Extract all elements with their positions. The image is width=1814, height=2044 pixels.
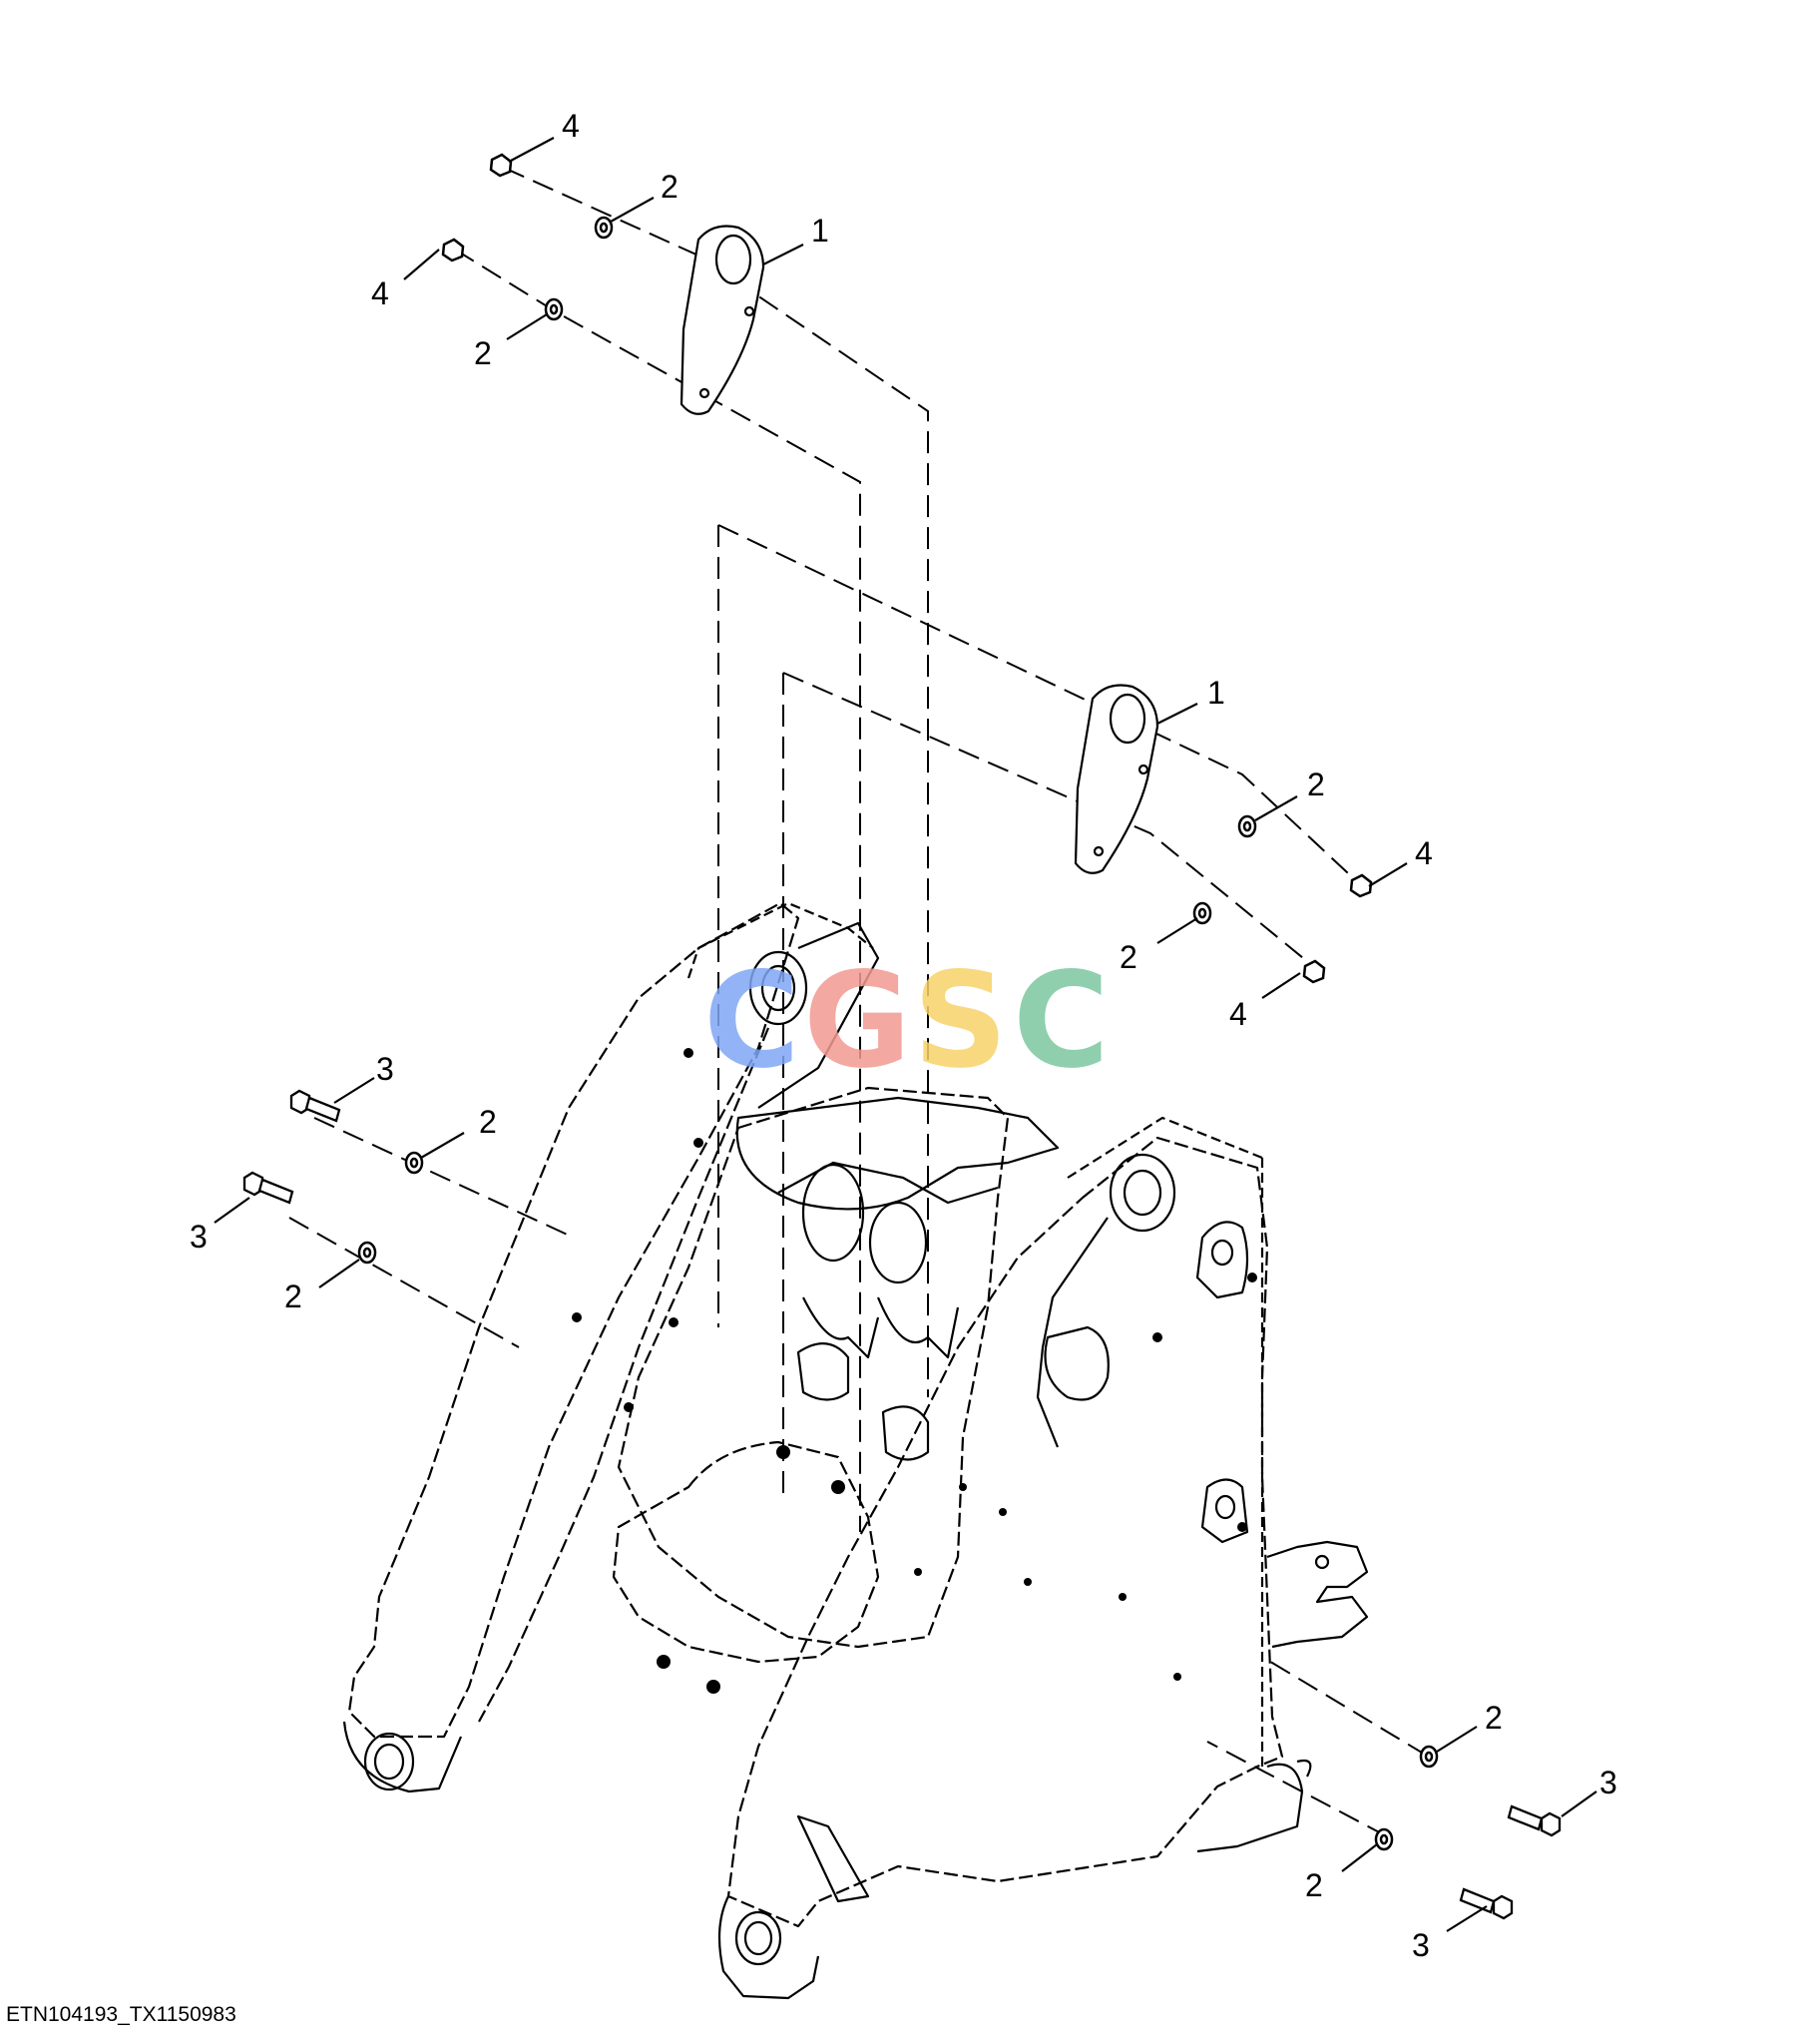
callout-label: 4 — [1415, 835, 1433, 871]
watermark-letter: S — [913, 944, 1008, 1098]
lifting-bracket-upper — [680, 225, 765, 415]
callout-label: 2 — [479, 1104, 497, 1140]
callout-label: 4 — [562, 108, 580, 144]
callout-label: 1 — [1207, 675, 1225, 711]
callout-leaders — [214, 137, 1597, 1932]
callout-label: 2 — [284, 1278, 302, 1314]
nuts — [441, 153, 1373, 984]
watermark-logo: C G S C — [703, 944, 1110, 1098]
callout-label: 3 — [190, 1219, 208, 1255]
callout-label: 3 — [1412, 1927, 1430, 1963]
frame-holes — [572, 1048, 1257, 1694]
callout-label: 2 — [661, 169, 679, 205]
callout-label: 2 — [1120, 939, 1137, 975]
callout-label: 3 — [1599, 1765, 1617, 1800]
loader-front-frame — [342, 901, 1369, 2000]
bolts — [242, 1089, 1562, 1920]
callout-label: 4 — [1229, 996, 1247, 1032]
callout-label: 2 — [474, 335, 492, 371]
watermark-letter: C — [703, 944, 800, 1098]
callout-label: 3 — [376, 1051, 394, 1087]
watermark-letter: G — [803, 944, 911, 1098]
callout-labels: 4 2 1 4 2 1 2 4 2 4 3 2 3 2 2 3 2 3 — [190, 108, 1617, 1963]
callout-label: 2 — [1485, 1700, 1503, 1736]
figure-id-caption: ETN104193_TX1150983 — [6, 2003, 236, 2026]
watermark-letter: C — [1013, 944, 1110, 1098]
callout-label: 4 — [371, 275, 389, 311]
callout-label: 2 — [1305, 1867, 1323, 1903]
callout-label: 2 — [1307, 766, 1325, 802]
washers — [357, 216, 1439, 1851]
lifting-bracket-lower — [1074, 684, 1159, 874]
callout-label: 1 — [811, 213, 829, 249]
